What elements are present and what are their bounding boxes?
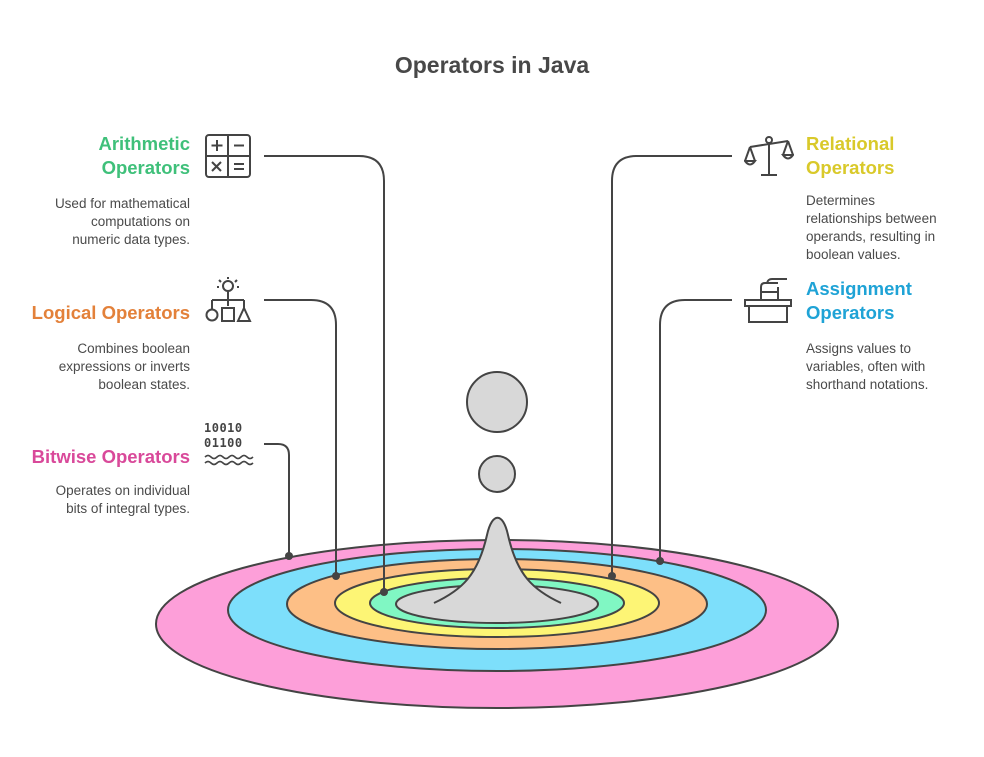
logical-title: Logical Operators	[31, 302, 190, 323]
arithmetic-title: Arithmetic Operators	[98, 133, 191, 178]
connector-logical	[264, 299, 337, 576]
connector-arithmetic	[264, 155, 385, 592]
page-title: Operators in Java	[394, 52, 590, 78]
assignment-description: Assigns values to variables, often with …	[806, 341, 929, 392]
relational-title: Relational Operators	[806, 133, 895, 178]
connector-assignment	[659, 299, 732, 561]
connector-relational	[611, 155, 732, 576]
calculator-icon	[205, 134, 251, 178]
droplet-large	[466, 371, 528, 433]
assignment-title: Assignment Operators	[806, 278, 912, 323]
splash-peak	[433, 516, 562, 604]
droplet-small	[478, 455, 516, 493]
bitwise-description: Operates on individual bits of integral …	[55, 483, 190, 516]
ballot-box-icon	[744, 278, 792, 323]
scale-icon	[744, 136, 794, 176]
binary-icon: 10010 01100	[204, 421, 243, 450]
relational-description: Determines relationships between operand…	[806, 193, 937, 262]
logical-description: Combines boolean expressions or inverts …	[58, 341, 190, 392]
bitwise-title: Bitwise Operators	[31, 446, 190, 467]
wave-icon	[204, 454, 254, 466]
logic-shapes-icon	[205, 277, 252, 322]
arithmetic-description: Used for mathematical computations on nu…	[54, 196, 190, 247]
connector-bitwise	[264, 443, 290, 556]
